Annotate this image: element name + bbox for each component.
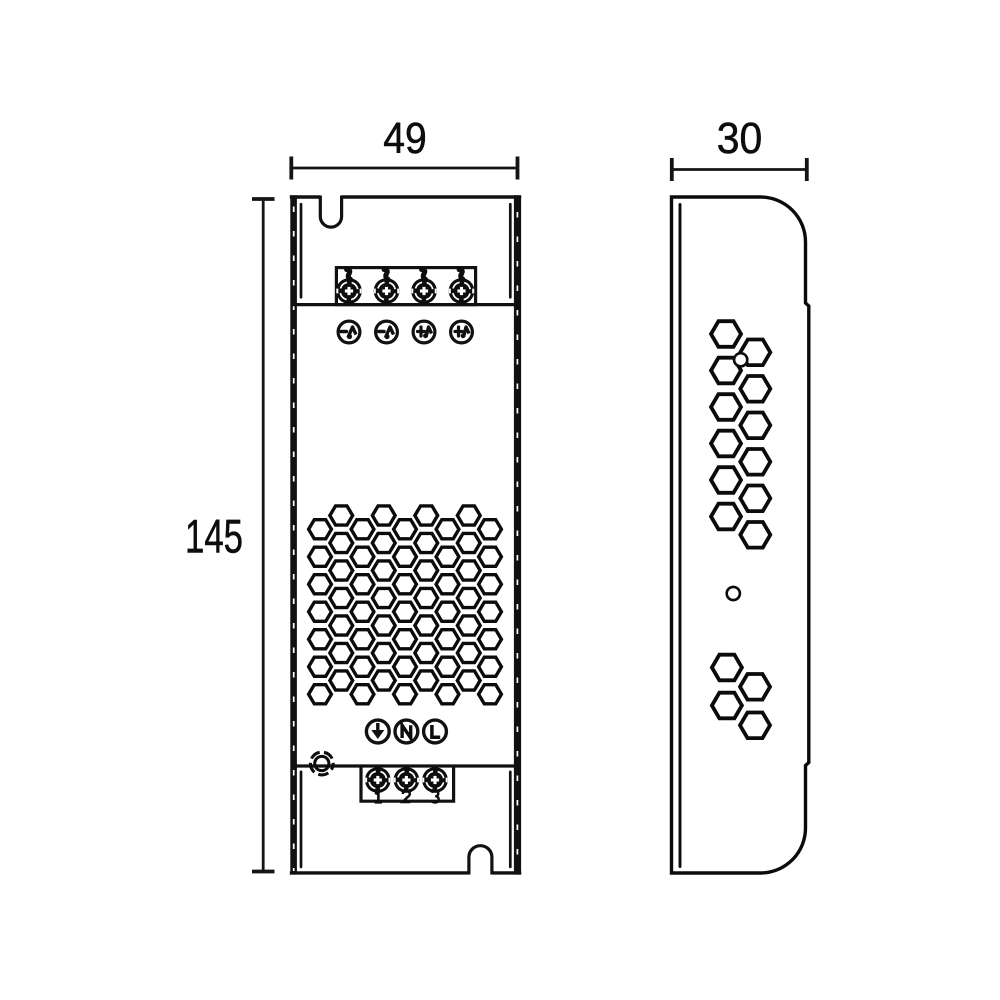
svg-text:30: 30 [717, 114, 763, 163]
svg-text:145: 145 [185, 510, 243, 563]
svg-text:49: 49 [383, 114, 427, 163]
